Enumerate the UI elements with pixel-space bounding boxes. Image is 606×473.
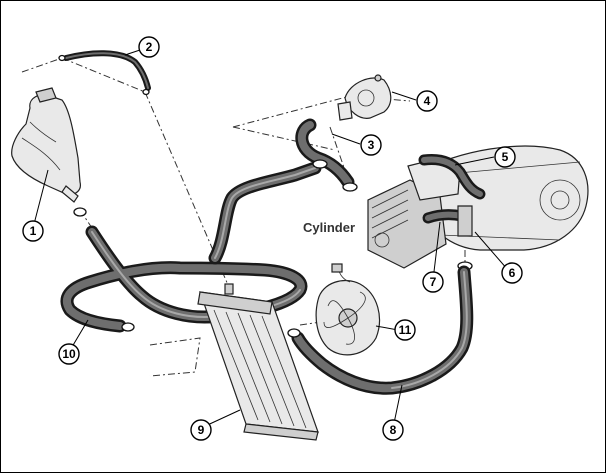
callout-5: 5 (494, 146, 516, 168)
callout-2: 2 (138, 36, 160, 58)
callout-9-label: 9 (198, 423, 205, 437)
callout-2-label: 2 (146, 40, 153, 54)
callout-3-label: 3 (368, 138, 375, 152)
engine-hoses (418, 154, 486, 271)
callout-9: 9 (190, 419, 212, 441)
coolant-reservoir (11, 87, 81, 203)
upper-coolant-hose (208, 161, 322, 265)
callout-8-label: 8 (390, 423, 397, 437)
callout-10: 10 (58, 343, 80, 365)
callout-6: 6 (501, 262, 523, 284)
callout-1-label: 1 (30, 224, 37, 238)
cylinder-label: Cylinder (303, 220, 355, 235)
overflow-hose (58, 50, 151, 96)
callout-10-label: 10 (62, 347, 76, 361)
callout-11: 11 (394, 319, 416, 341)
callout-7-label: 7 (430, 275, 437, 289)
callout-3: 3 (360, 134, 382, 156)
callout-8: 8 (382, 419, 404, 441)
callout-4: 4 (416, 90, 438, 112)
cooling-fan (315, 263, 381, 356)
lower-coolant-hose (73, 207, 474, 395)
callout-4-label: 4 (424, 94, 431, 108)
callout-6-label: 6 (509, 266, 516, 280)
callout-1: 1 (22, 220, 44, 242)
callout-7: 7 (422, 271, 444, 293)
thermostat-housing (337, 74, 392, 121)
callout-11-label: 11 (399, 323, 412, 337)
engine-assembly (367, 145, 589, 269)
radiator (197, 283, 319, 441)
callout-5-label: 5 (502, 150, 509, 164)
thermostat-hose (295, 118, 358, 192)
